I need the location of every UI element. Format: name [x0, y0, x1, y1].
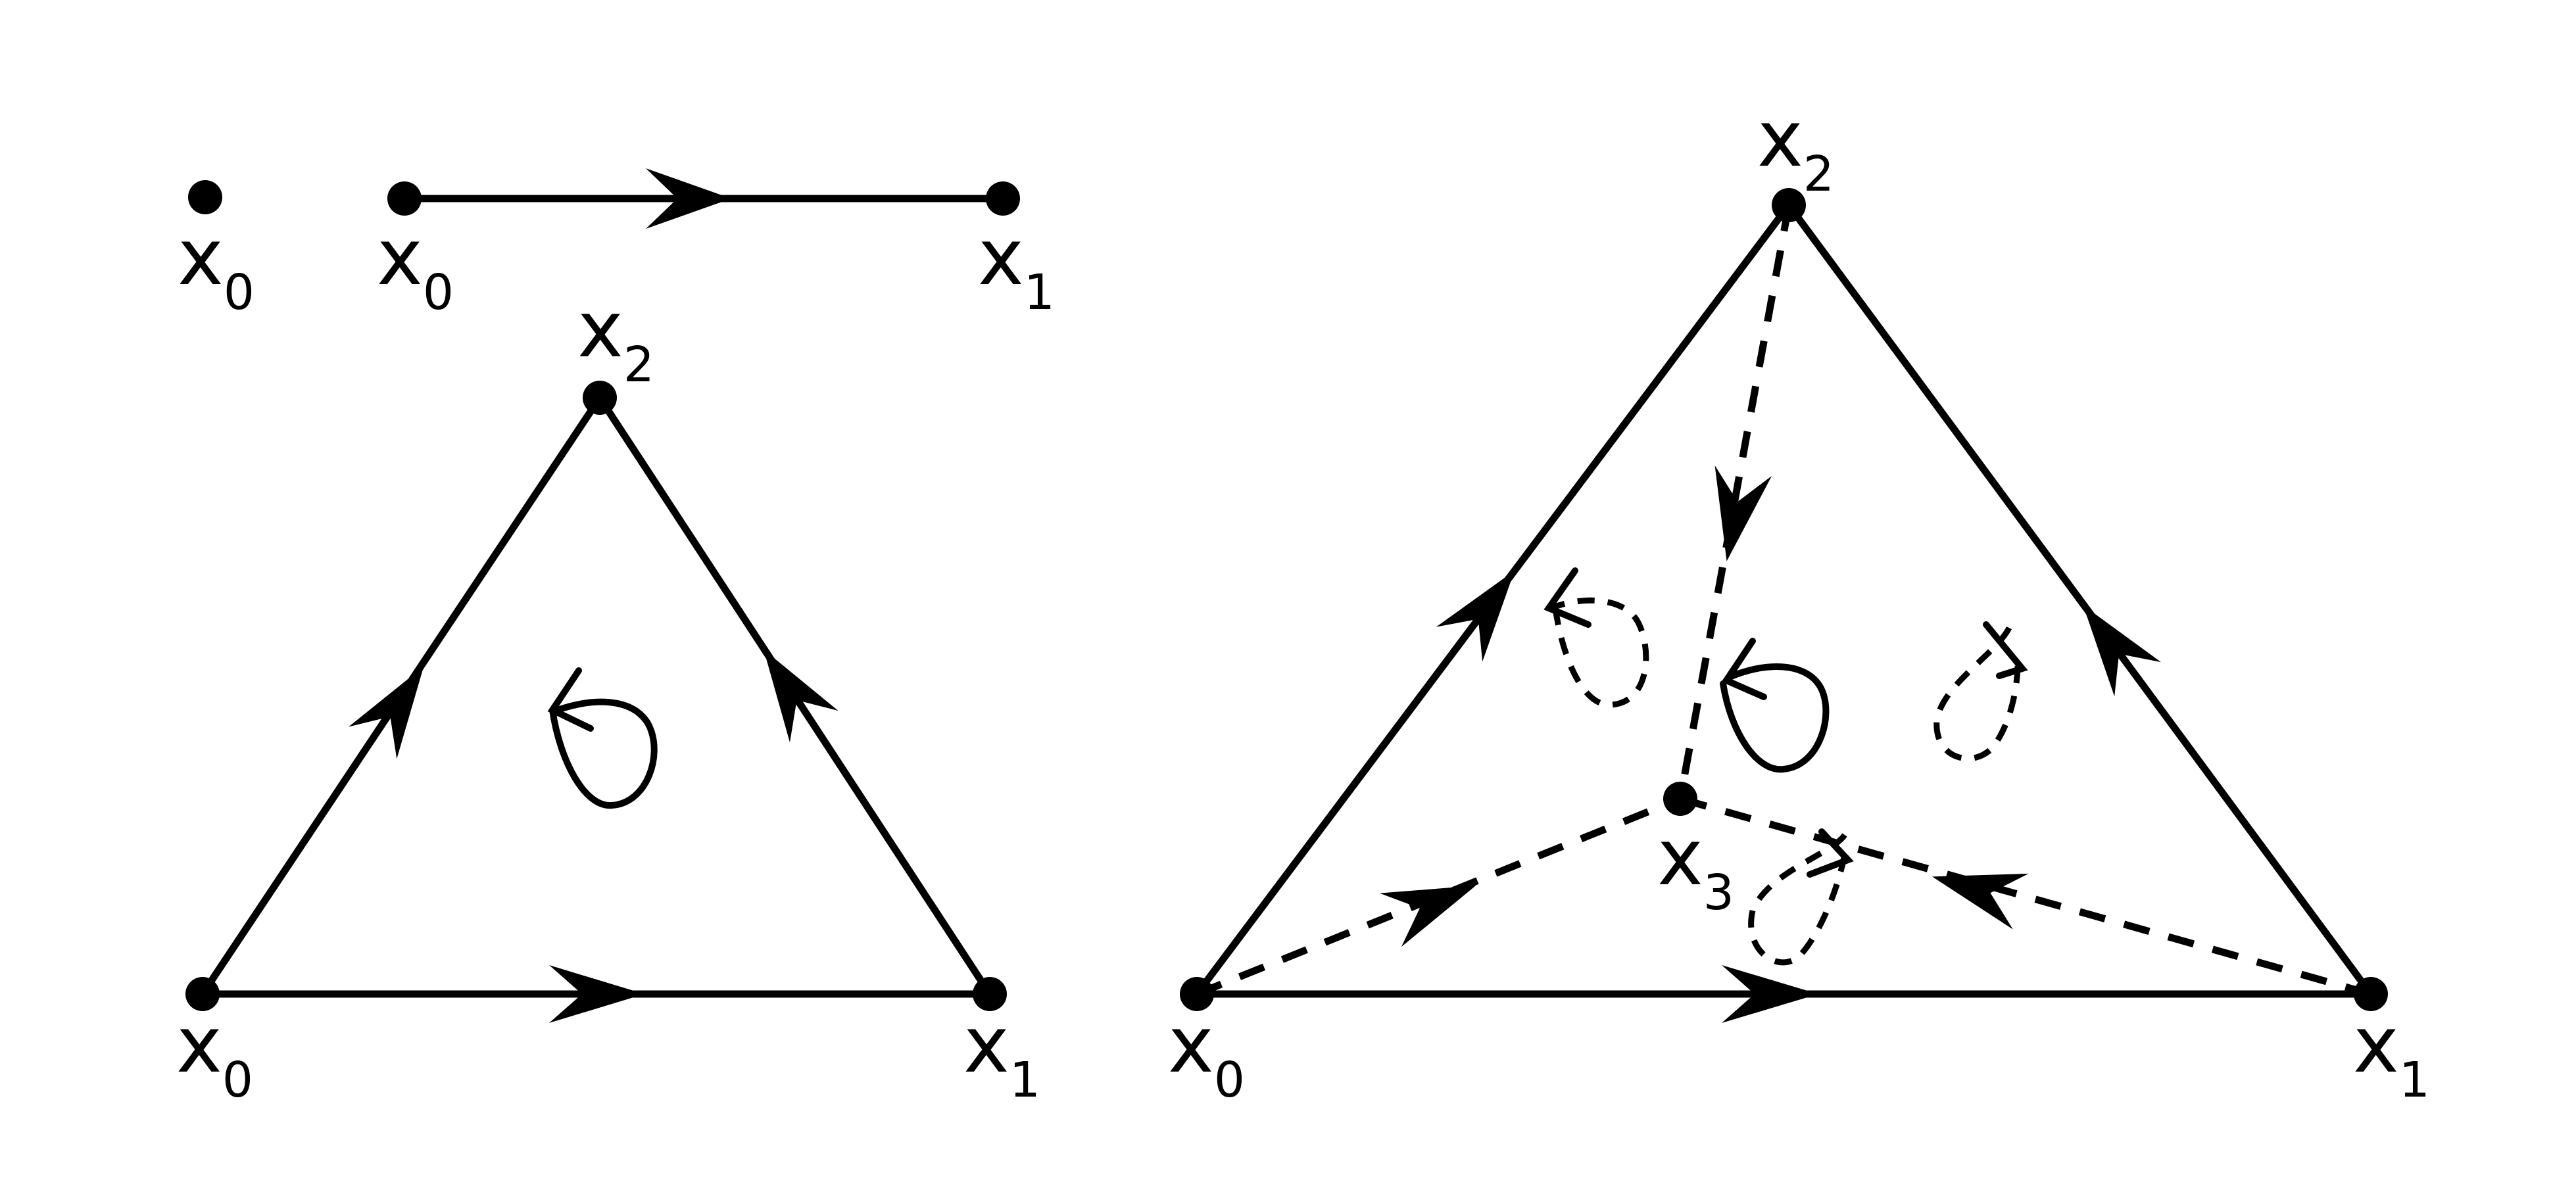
edge-arrowhead [349, 666, 424, 759]
vertex-label-x2: x2 [1757, 93, 1834, 202]
vertex-x2 [1772, 188, 1806, 222]
label-subscript: 1 [1024, 264, 1055, 321]
vertex-label-x2: x2 [577, 284, 654, 393]
label-subscript: 0 [222, 1052, 253, 1108]
vertex-label-x0: x0 [1168, 999, 1245, 1108]
label-base: x [178, 212, 224, 302]
edge-arrowhead [1379, 886, 1476, 947]
orientation-loop-arrowhead [547, 667, 594, 732]
label-subscript: 0 [1214, 1052, 1245, 1108]
simplex-0: x0 [178, 180, 255, 321]
label-subscript: 2 [1803, 146, 1834, 202]
orientation-loop-arrowhead [1983, 621, 2028, 679]
simplex-3: x0 x1 x2 x3 [1168, 93, 2430, 1108]
vertex-label-x0: x0 [176, 999, 253, 1108]
vertex-x1 [2354, 977, 2388, 1011]
label-base: x [1757, 93, 1803, 184]
label-base: x [1168, 999, 1214, 1090]
edge-x0-x3 [1195, 795, 1682, 998]
label-subscript: 3 [1703, 865, 1734, 921]
vertex-x0 [185, 977, 220, 1011]
edge-arrowhead [1722, 965, 1818, 1023]
vertex-label-x1: x1 [978, 212, 1055, 321]
simplex-1: x0 x1 [377, 168, 1055, 321]
label-base: x [2353, 999, 2399, 1090]
simplex-2: x0 x1 x2 [176, 284, 1040, 1108]
edge-arrowhead [2083, 605, 2162, 697]
label-base: x [377, 212, 423, 302]
orientation-loop-dashed [1933, 626, 2021, 761]
vertex-label-x0: x0 [377, 212, 454, 321]
edge-arrowhead [646, 168, 731, 229]
vertex-x1 [973, 977, 1007, 1011]
label-base: x [1657, 812, 1703, 903]
vertex-label-x1: x1 [963, 999, 1040, 1108]
orientation-loop-dashed [1549, 597, 1649, 708]
label-base: x [577, 284, 623, 375]
orientation-loop-arrowhead [1721, 638, 1767, 700]
label-subscript: 1 [1009, 1052, 1040, 1108]
edge-arrowhead [1436, 571, 1515, 662]
vertex-x0 [188, 180, 222, 214]
vertex-x3 [1663, 782, 1697, 816]
label-subscript: 0 [224, 264, 255, 321]
label-base: x [978, 212, 1024, 302]
vertex-label-x3: x3 [1657, 812, 1734, 921]
edge-arrowhead [1932, 873, 2029, 930]
vertex-label-x0: x0 [178, 212, 255, 321]
edge-arrowhead [764, 650, 838, 743]
vertex-x0 [387, 181, 422, 216]
vertex-x1 [986, 181, 1020, 216]
label-subscript: 0 [423, 264, 454, 321]
edge-arrowhead [549, 965, 644, 1023]
vertex-x0 [1180, 977, 1214, 1011]
vertex-x2 [583, 381, 617, 415]
label-base: x [963, 999, 1009, 1090]
orientation-loop-arrowhead [1807, 828, 1854, 878]
vertex-label-x1: x1 [2353, 999, 2430, 1108]
label-subscript: 2 [623, 337, 654, 393]
orientation-loop [1720, 663, 1830, 773]
orientation-loop [549, 698, 658, 809]
orientation-loop-dashed [1748, 833, 1848, 966]
label-base: x [176, 999, 222, 1090]
label-subscript: 1 [2399, 1052, 2430, 1108]
edge-x1-x2 [1785, 201, 2375, 998]
edge-arrowhead [1714, 465, 1772, 561]
orientation-loop-arrowhead [1543, 567, 1592, 628]
